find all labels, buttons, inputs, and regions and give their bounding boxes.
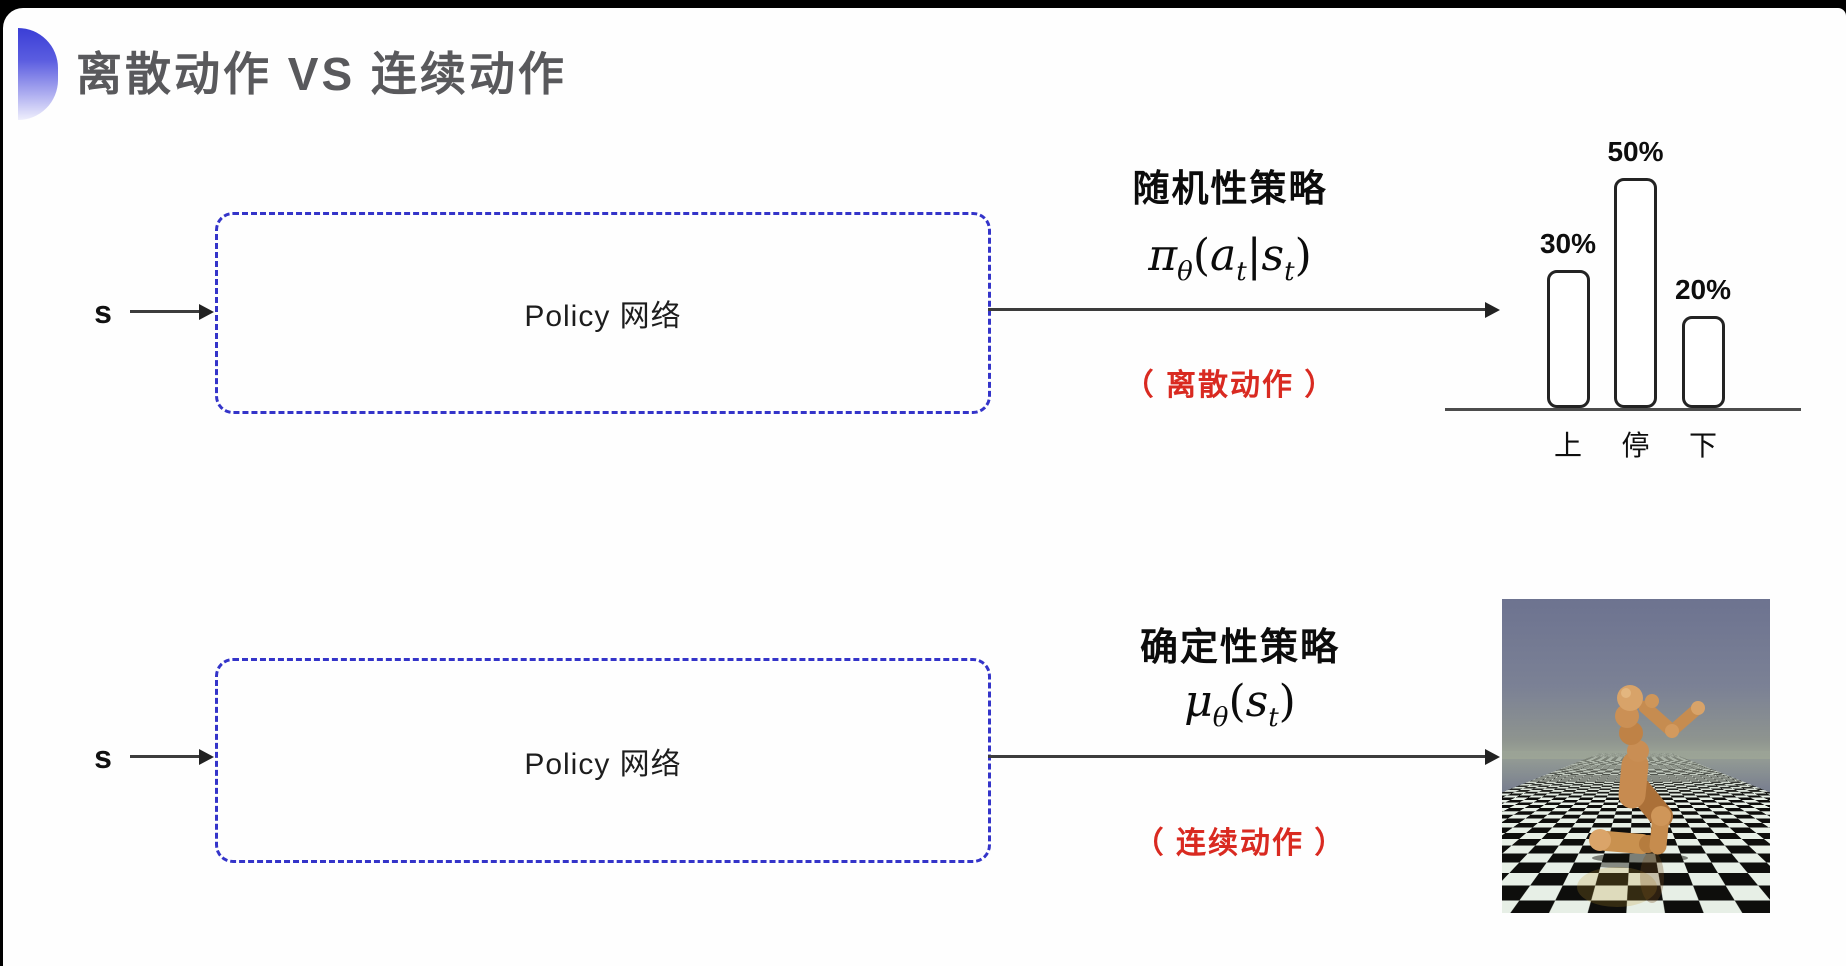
page-title: 离散动作 VS 连续动作 xyxy=(76,48,567,100)
state-input-label-top: s xyxy=(94,294,112,330)
formula-theta-sub: θ xyxy=(1212,702,1229,733)
bar-停 xyxy=(1614,178,1657,408)
policy-type-label-top: 随机性策略 xyxy=(1132,168,1328,209)
policy-network-box-top: Policy 网络 xyxy=(215,212,991,414)
bar-下 xyxy=(1681,316,1725,408)
bar-value-label: 20% xyxy=(1674,274,1732,305)
formula-state-arg: s xyxy=(1261,230,1285,281)
formula-pi: π xyxy=(1148,230,1178,281)
formula-mu: μ xyxy=(1184,676,1213,727)
policy-formula-bottom: μθ(st) xyxy=(1060,676,1420,733)
arrow-policy-to-output-bottom xyxy=(988,748,1500,765)
humanoid-figure xyxy=(1577,685,1705,907)
formula-state-sub: t xyxy=(1284,256,1295,287)
arrow-policy-to-output-top xyxy=(988,301,1500,318)
humanoid-simulation-image xyxy=(1502,599,1770,913)
arrow-state-to-policy-top xyxy=(130,303,214,320)
policy-formula-top: πθ(at|st) xyxy=(1050,230,1410,287)
action-probability-bar-chart: 30% 上 50% 停 20% 下 xyxy=(1445,98,1803,461)
formula-close-paren: ) xyxy=(1278,676,1296,727)
policy-type-label-bottom: 确定性策略 xyxy=(1139,627,1340,669)
action-type-note-bottom: （ 连续动作 ） xyxy=(1133,827,1347,860)
policy-network-label-top: Policy 网络 xyxy=(524,300,682,333)
bar-value-label: 50% xyxy=(1607,136,1664,167)
arrow-state-to-policy-bottom xyxy=(130,748,214,765)
bar-value-label: 30% xyxy=(1539,228,1597,259)
formula-state-sub: t xyxy=(1268,702,1279,733)
action-type-note-top: （ 离散动作 ） xyxy=(1123,369,1337,402)
formula-close-paren: ) xyxy=(1294,230,1312,281)
bar-上 xyxy=(1546,270,1590,408)
bar-category-label: 停 xyxy=(1621,430,1650,461)
bar-chart-bars: 30% 上 50% 停 20% 下 xyxy=(1445,98,1803,461)
formula-open-paren: ( xyxy=(1228,676,1246,727)
formula-theta-sub: θ xyxy=(1177,256,1193,287)
chart-baseline-axis xyxy=(1445,408,1801,411)
formula-state-arg: s xyxy=(1245,676,1269,727)
bar-category-label: 下 xyxy=(1688,430,1717,461)
policy-network-box-bottom: Policy 网络 xyxy=(215,658,991,863)
formula-action-arg: a xyxy=(1210,230,1237,281)
state-input-label-bottom: s xyxy=(94,739,112,775)
formula-action-sub: t xyxy=(1236,256,1247,287)
formula-conditional-bar: | xyxy=(1246,230,1262,281)
formula-open-paren: ( xyxy=(1192,230,1210,281)
policy-network-label-bottom: Policy 网络 xyxy=(524,747,682,781)
bar-category-label: 上 xyxy=(1553,430,1582,461)
